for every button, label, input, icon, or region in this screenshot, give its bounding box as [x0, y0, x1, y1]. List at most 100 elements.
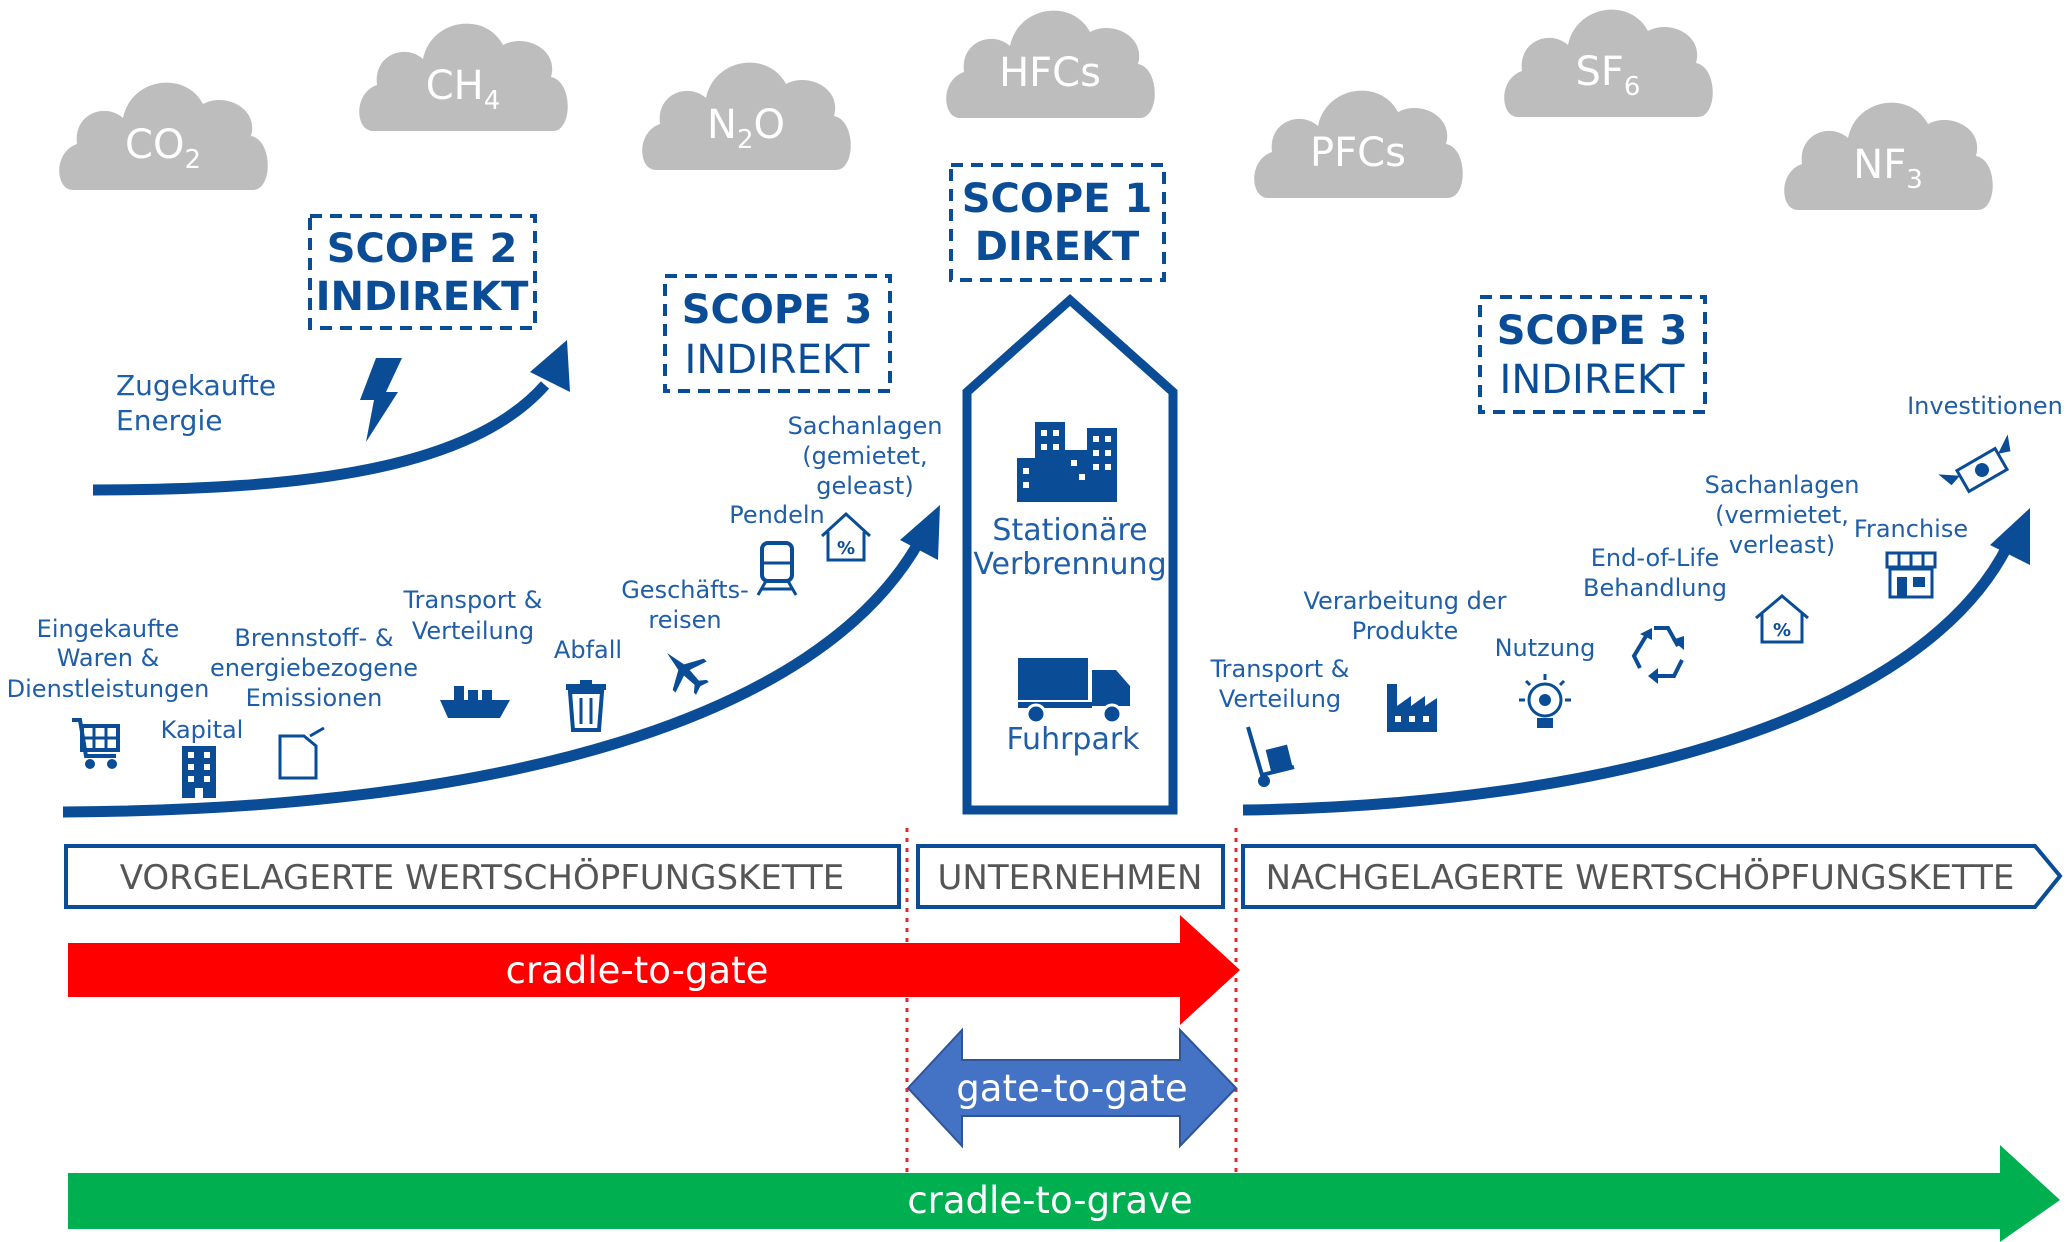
svg-text:Waren &: Waren & [57, 644, 160, 672]
svg-text:Geschäfts-: Geschäfts- [621, 576, 749, 604]
svg-text:%: % [1773, 620, 1791, 641]
svg-text:cradle-to-grave: cradle-to-grave [907, 1179, 1192, 1222]
scope2-arrow [92, 340, 570, 496]
scope3-downstream-box: SCOPE 3 INDIREKT [1478, 295, 1707, 414]
svg-text:Transport &: Transport & [1210, 655, 1350, 683]
cradle-to-grave-arrow: cradle-to-grave [68, 1145, 2060, 1242]
svg-text:SF6: SF6 [1576, 49, 1641, 102]
svg-text:Franchise: Franchise [1854, 515, 1968, 543]
svg-text:INDIREKT: INDIREKT [316, 274, 530, 320]
svg-text:SCOPE 1: SCOPE 1 [962, 176, 1153, 222]
svg-text:SCOPE 3: SCOPE 3 [682, 287, 873, 333]
svg-text:Verarbeitung der: Verarbeitung der [1304, 587, 1507, 615]
house-percent-icon: % [820, 511, 872, 562]
svg-text:(vermietet,: (vermietet, [1715, 501, 1849, 529]
building-icon [182, 746, 216, 798]
svg-text:DIREKT: DIREKT [975, 224, 1140, 270]
svg-text:Sachanlagen: Sachanlagen [788, 412, 943, 440]
label-nutzung: Nutzung [1495, 634, 1596, 662]
cloud-ch4: CH4 [359, 23, 568, 131]
label-kapital: Kapital [161, 716, 244, 744]
svg-text:CH4: CH4 [426, 63, 501, 116]
svg-text:UNTERNEHMEN: UNTERNEHMEN [938, 858, 1203, 898]
hand-truck-icon [1246, 726, 1295, 787]
label-abfall: Abfall [554, 636, 622, 664]
label-transport-down: Transport & Verteilung [1210, 655, 1350, 713]
svg-text:reisen: reisen [648, 606, 721, 634]
upstream-arrow [62, 505, 940, 818]
recycle-icon [1631, 626, 1684, 684]
svg-text:(gemietet,: (gemietet, [802, 442, 927, 470]
svg-text:Nutzung: Nutzung [1495, 634, 1596, 662]
svg-text:Investitionen: Investitionen [1907, 392, 2063, 420]
svg-text:Verteilung: Verteilung [1219, 685, 1341, 713]
storefront-icon [1885, 551, 1937, 599]
lightning-icon [360, 358, 402, 442]
city-buildings-icon [1017, 422, 1117, 502]
svg-text:geleast): geleast) [816, 472, 913, 500]
band-company: UNTERNEHMEN [916, 844, 1225, 909]
boundary-lines [905, 828, 1238, 1175]
gate-to-gate-arrow: gate-to-gate [906, 1027, 1238, 1149]
label-transport-up: Transport & Verteilung [403, 586, 543, 645]
svg-text:Pendeln: Pendeln [729, 501, 824, 529]
svg-text:Kapital: Kapital [161, 716, 244, 744]
cloud-co2: CO2 [59, 82, 268, 190]
svg-text:Energie: Energie [116, 404, 222, 437]
cradle-to-gate-arrow: cradle-to-gate [68, 915, 1240, 1025]
label-eingekaufte: Eingekaufte Waren & Dienstleistungen [7, 615, 210, 703]
band-downstream: NACHGELAGERTE WERTSCHÖPFUNGSKETTE [1241, 844, 2063, 909]
svg-text:Dienstleistungen: Dienstleistungen [7, 675, 210, 703]
svg-text:CO2: CO2 [125, 122, 201, 175]
svg-text:%: % [837, 538, 855, 559]
svg-text:energiebezogene: energiebezogene [210, 654, 418, 682]
band-upstream: VORGELAGERTE WERTSCHÖPFUNGSKETTE [64, 844, 901, 909]
label-pendeln: Pendeln [729, 501, 824, 529]
label-fuhrpark: Fuhrpark [1006, 722, 1140, 757]
svg-text:verleast): verleast) [1729, 531, 1835, 559]
svg-text:Fuhrpark: Fuhrpark [1006, 722, 1140, 757]
airplane-icon [667, 653, 709, 695]
fuel-can-icon [278, 726, 325, 780]
energy-label: Zugekaufte Energie [116, 369, 276, 437]
trash-icon [566, 680, 606, 732]
ship-icon [440, 686, 510, 718]
svg-text:Produkte: Produkte [1352, 617, 1459, 645]
svg-text:Verteilung: Verteilung [412, 617, 534, 645]
cloud-sf6: SF6 [1504, 9, 1713, 117]
train-icon [756, 541, 798, 596]
house-percent-icon-down: % [1755, 594, 1809, 644]
label-investitionen: Investitionen [1907, 392, 2063, 420]
cloud-pfcs: PFCs [1254, 90, 1463, 198]
cloud-n2o: N2O [642, 62, 851, 170]
svg-text:Zugekaufte: Zugekaufte [116, 369, 276, 402]
svg-text:Transport &: Transport & [403, 586, 543, 614]
svg-text:NF3: NF3 [1853, 142, 1922, 195]
svg-text:cradle-to-gate: cradle-to-gate [506, 949, 769, 992]
svg-text:NACHGELAGERTE WERTSCHÖPFUNGSKE: NACHGELAGERTE WERTSCHÖPFUNGSKETTE [1266, 857, 2015, 898]
svg-text:INDIREKT: INDIREKT [1500, 357, 1686, 403]
svg-text:Abfall: Abfall [554, 636, 622, 664]
svg-text:End-of-Life: End-of-Life [1591, 544, 1719, 572]
svg-text:N2O: N2O [707, 102, 785, 155]
scope1-box: SCOPE 1 DIREKT [949, 163, 1166, 282]
svg-text:PFCs: PFCs [1310, 130, 1406, 176]
cloud-hfcs: HFCs [946, 10, 1155, 118]
svg-text:HFCs: HFCs [999, 50, 1101, 96]
svg-text:VORGELAGERTE WERTSCHÖPFUNGSKET: VORGELAGERTE WERTSCHÖPFUNGSKETTE [120, 857, 844, 898]
flying-money-icon [1938, 434, 2011, 494]
scope2-box: SCOPE 2 INDIREKT [308, 214, 537, 330]
shopping-cart-icon [72, 718, 120, 769]
lightbulb-icon [1519, 674, 1571, 728]
label-verarbeitung: Verarbeitung der Produkte [1304, 587, 1507, 645]
svg-text:Stationäre: Stationäre [992, 513, 1147, 548]
svg-text:Emissionen: Emissionen [246, 684, 383, 712]
svg-text:Verbrennung: Verbrennung [973, 547, 1166, 582]
label-stationaer: Stationäre Verbrennung [973, 513, 1166, 582]
cloud-nf3: NF3 [1784, 102, 1993, 210]
label-franchise: Franchise [1854, 515, 1968, 543]
downstream-arrow [1242, 508, 2030, 816]
label-geschaeft: Geschäfts- reisen [621, 576, 749, 634]
svg-text:SCOPE 3: SCOPE 3 [1497, 308, 1688, 354]
svg-text:Eingekaufte: Eingekaufte [37, 615, 180, 643]
